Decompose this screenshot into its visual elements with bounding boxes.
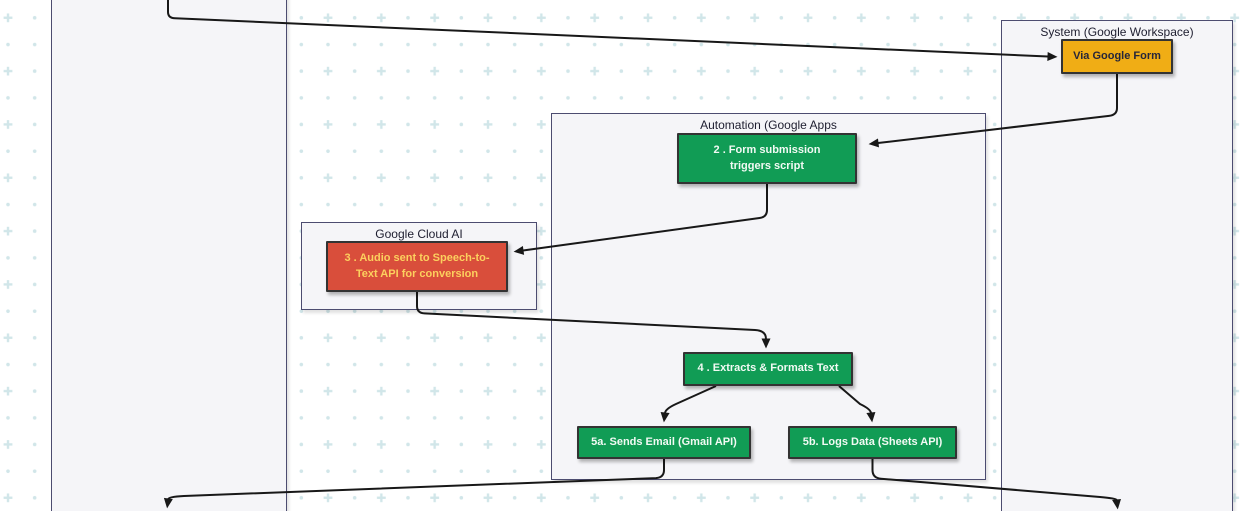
- container-google-cloud-ai-title: Google Cloud AI: [375, 227, 463, 241]
- node-via-google-form[interactable]: Via Google Form: [1061, 39, 1173, 74]
- edge-step-5b-to-offscreen[interactable]: [871, 459, 1121, 510]
- container-system-title: System (Google Workspace): [1040, 25, 1194, 39]
- edge-step-4-to-step-5b[interactable]: [838, 385, 876, 423]
- edge-step-3-to-step-4[interactable]: [416, 292, 771, 349]
- node-step-3-speech-to-text[interactable]: 3 . Audio sent to Speech-to- Text API fo…: [326, 241, 508, 292]
- edge-step-4-to-step-5a[interactable]: [660, 385, 717, 423]
- container-automation-title: Automation (Google Apps: [700, 118, 837, 132]
- edge-via-google-form-to-step-2[interactable]: [868, 74, 1118, 148]
- edge-offscreen-to-via-google-form[interactable]: [167, 0, 1058, 61]
- container-left-group[interactable]: [51, 0, 287, 511]
- node-step-5b-logs-data[interactable]: 5b. Logs Data (Sheets API): [788, 426, 957, 459]
- node-step-5a-sends-email[interactable]: 5a. Sends Email (Gmail API): [577, 426, 751, 459]
- edge-step-2-to-step-3[interactable]: [513, 184, 768, 255]
- edge-step-5a-to-offscreen[interactable]: [163, 459, 665, 509]
- node-step-4-extracts-formats[interactable]: 4 . Extracts & Formats Text: [683, 352, 853, 386]
- node-step-2-form-submission[interactable]: 2 . Form submission triggers script: [677, 133, 857, 184]
